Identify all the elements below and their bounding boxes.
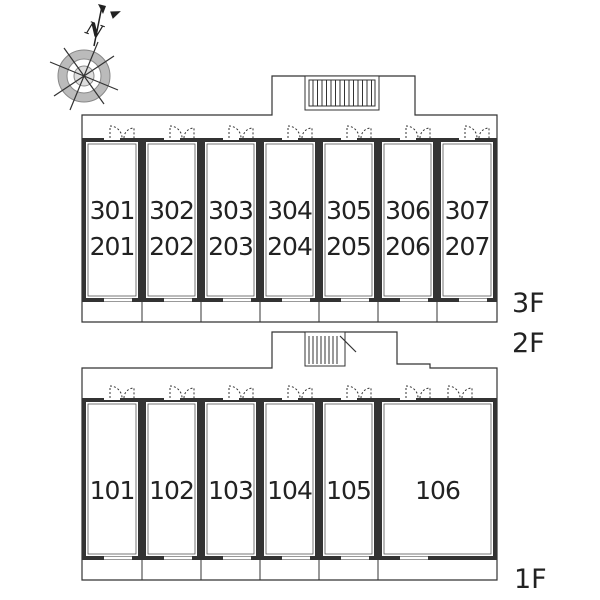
unit-label-3f: 305 <box>326 196 372 225</box>
unit-label-1f: 105 <box>326 476 372 505</box>
unit-room <box>377 385 497 580</box>
unit-room <box>141 385 201 580</box>
upper-staircase <box>304 75 380 111</box>
unit-label-3f: 304 <box>267 196 313 225</box>
unit-room <box>200 125 260 322</box>
floor-label-2f: 2F <box>512 328 545 359</box>
unit-room <box>141 125 201 322</box>
compass-icon <box>49 4 121 111</box>
unit-label-1f: 104 <box>267 476 313 505</box>
unit-label-3f: 303 <box>208 196 254 225</box>
unit-label-2f: 207 <box>444 232 491 261</box>
unit-label-2f: 203 <box>208 232 254 261</box>
unit-label-2f: 206 <box>385 232 431 261</box>
unit-label-3f: 306 <box>385 196 431 225</box>
unit-room <box>259 385 319 580</box>
unit-label-2f: 204 <box>267 232 313 261</box>
unit-label-3f: 302 <box>149 196 195 225</box>
unit-label-2f: 205 <box>326 232 372 261</box>
unit-room <box>318 125 378 322</box>
unit-label-3f: 301 <box>89 196 136 225</box>
unit-label-1f: 101 <box>89 476 136 505</box>
unit-room <box>436 125 497 322</box>
lower-building-outline <box>81 331 498 581</box>
unit-label-1f: 106 <box>415 476 461 505</box>
upper-building-outline <box>81 75 498 323</box>
unit-label-2f: 202 <box>149 232 195 261</box>
unit-label-1f: 103 <box>208 476 254 505</box>
floor-label-3f: 3F <box>512 288 545 319</box>
unit-label-3f: 307 <box>444 196 491 225</box>
unit-room <box>377 125 437 322</box>
unit-label-2f: 201 <box>89 232 136 261</box>
unit-room <box>200 385 260 580</box>
floor-label-1f: 1F <box>514 564 547 595</box>
unit-room <box>259 125 319 322</box>
unit-room <box>318 385 378 580</box>
unit-label-1f: 102 <box>149 476 195 505</box>
unit-room <box>81 385 142 580</box>
unit-room <box>81 125 142 322</box>
